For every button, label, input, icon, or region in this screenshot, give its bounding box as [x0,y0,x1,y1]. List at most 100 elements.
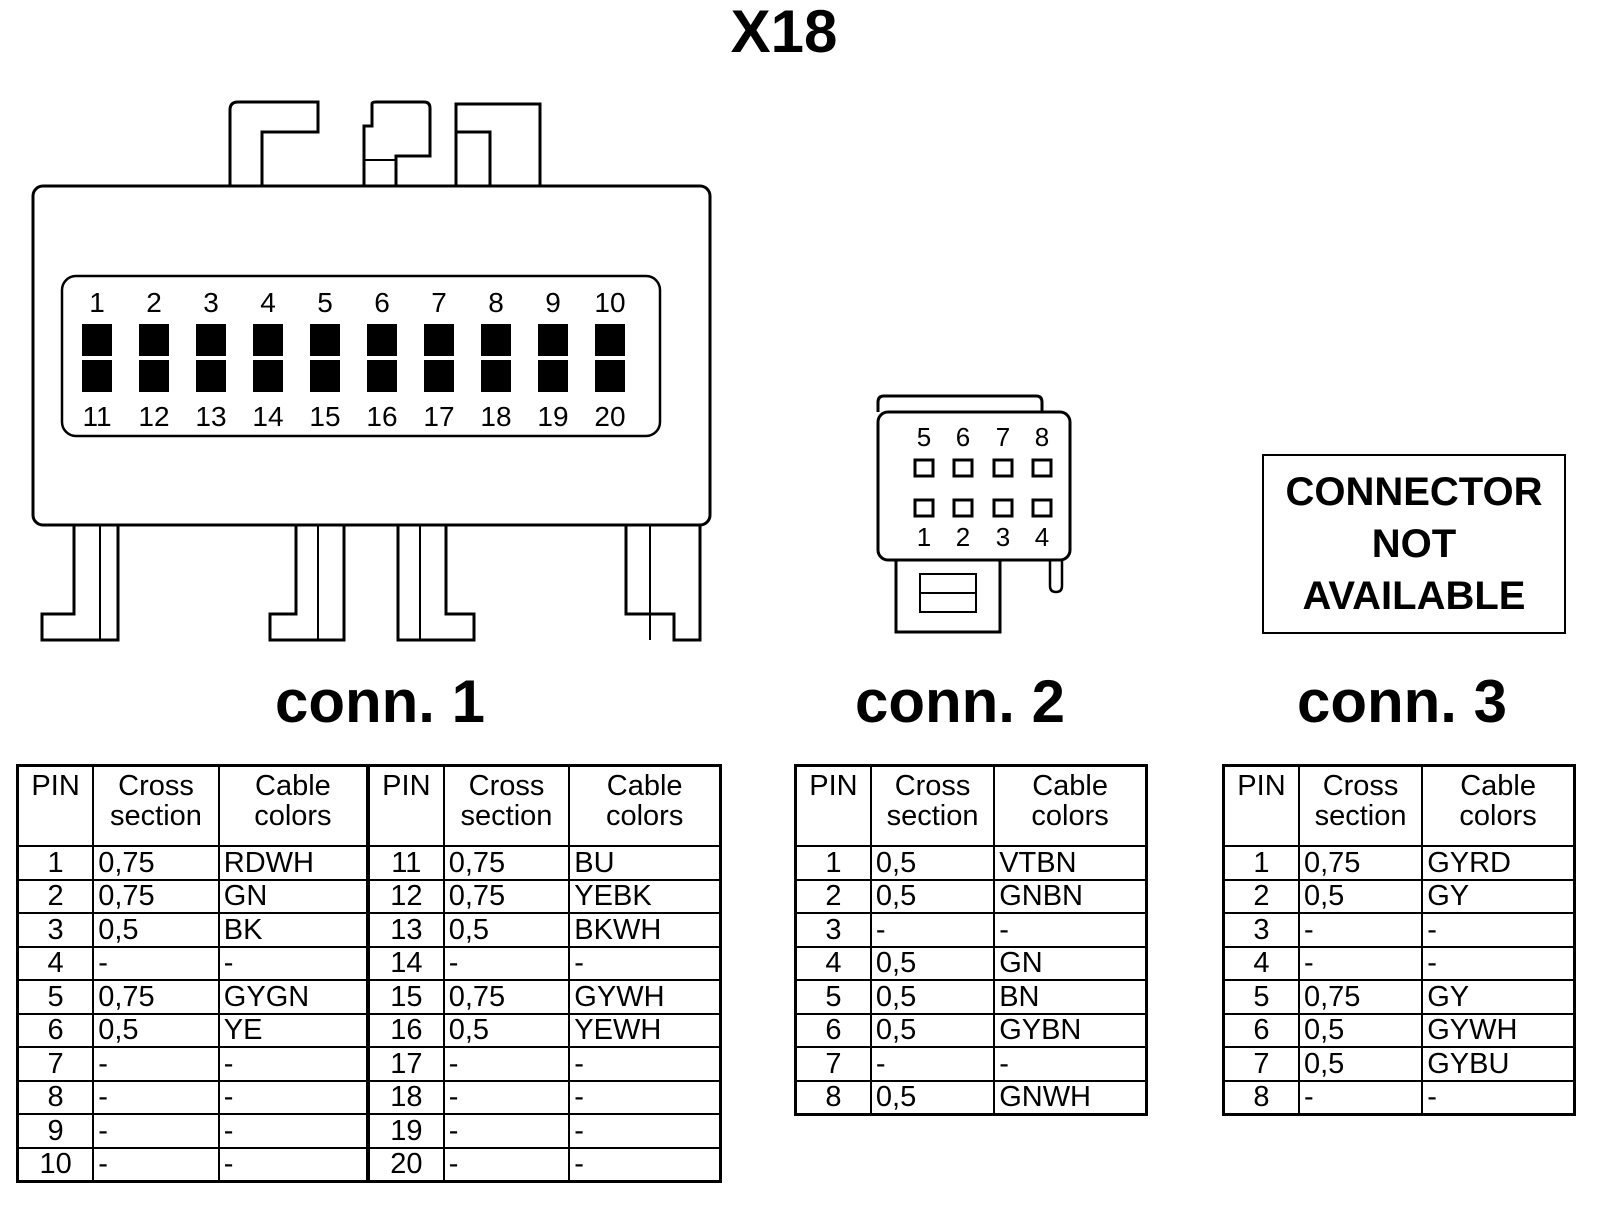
header-pin: PIN [365,764,445,847]
pin-number-label: 12 [138,401,169,432]
cable-color-cell: RDWH [217,845,369,881]
connector-not-available-box: CONNECTOR NOT AVAILABLE [1262,454,1566,634]
pin-number-cell: 5 [794,979,872,1015]
cross-section-cell: 0,5 [869,1079,996,1116]
pin-contact [992,498,1014,518]
cross-section-cell: 0,5 [869,945,996,981]
pin-number-cell: 8 [1222,1079,1300,1116]
pin-number-cell: 17 [365,1046,445,1082]
pin-contact [310,360,340,392]
pin-number-label: 14 [252,401,283,432]
pin-number-cell: 12 [365,878,445,914]
cross-section-cell: 0,5 [1297,878,1424,914]
pin-contact [481,324,511,356]
cable-color-cell: - [568,1113,722,1149]
pin-number-cell: 4 [16,945,95,981]
pin-number-label: 6 [956,422,970,452]
pin-number-cell: 18 [365,1079,445,1115]
header-cable-colors: Cable colors [993,764,1148,847]
cable-color-cell: GN [217,878,369,914]
pin-number-cell: 1 [794,845,872,881]
header-cross-section: Cross section [869,764,996,847]
pin-contact [952,498,974,518]
cross-section-cell: 0,5 [92,912,220,948]
cross-section-cell: 0,5 [442,1012,571,1048]
pin-contact [481,360,511,392]
pin-number-cell: 9 [16,1113,95,1149]
connector-1-label: conn. 1 [274,668,486,735]
pin-number-cell: 5 [1222,979,1300,1015]
pin-number-label: 1 [89,287,105,318]
pin-number-cell: 8 [794,1079,872,1116]
cross-section-cell: 0,5 [442,912,571,948]
pin-number-label: 11 [82,401,111,432]
pin-contact [1031,498,1053,518]
connector-2-drawing [876,394,1072,634]
pin-number-cell: 2 [1222,878,1300,914]
cross-section-cell: 0,75 [92,845,220,881]
pin-number-label: 5 [917,422,931,452]
pin-contact [1031,458,1053,478]
cross-section-cell: - [442,1146,571,1183]
pin-number-label: 4 [260,287,276,318]
cross-section-cell: 0,5 [869,878,996,914]
connector-2-label: conn. 2 [854,668,1066,735]
pin-contact [253,360,283,392]
cable-color-cell: - [217,1046,369,1082]
pin-number-cell: 2 [794,878,872,914]
pin-number-label: 3 [996,522,1010,552]
header-cross-section: Cross section [1297,764,1424,847]
cross-section-cell: - [1297,945,1424,981]
pin-contact [139,360,169,392]
cable-color-cell: - [217,1079,369,1115]
pin-number-cell: 5 [16,979,95,1015]
pin-number-cell: 10 [16,1146,95,1183]
cable-color-cell: GYRD [1421,845,1576,881]
table-row: 8-- [1222,1079,1576,1116]
cable-color-cell: YEBK [568,878,722,914]
pin-number-label: 5 [317,287,333,318]
pin-number-label: 7 [996,422,1010,452]
cross-section-cell: 0,5 [869,845,996,881]
pin-number-label: 17 [423,401,454,432]
pin-number-label: 13 [195,401,226,432]
pin-contact [913,458,935,478]
pin-number-label: 2 [956,522,970,552]
pin-number-label: 18 [480,401,511,432]
pin-contact [367,360,397,392]
cross-section-cell: - [442,1046,571,1082]
pin-number-label: 8 [1035,422,1049,452]
cable-color-cell: BN [993,979,1148,1015]
pin-number-cell: 3 [794,912,872,948]
table-row: 3-- [794,912,1148,948]
header-pin: PIN [16,764,95,847]
pin-number-cell: 1 [1222,845,1300,881]
cable-color-cell: BK [217,912,369,948]
cable-color-cell: BKWH [568,912,722,948]
cable-color-cell: GNBN [993,878,1148,914]
cross-section-cell: 0,75 [1297,979,1424,1015]
pin-contact [913,498,935,518]
cross-section-cell: - [92,1046,220,1082]
pin-contact [424,360,454,392]
pin-contact [367,324,397,356]
pin-number-cell: 3 [1222,912,1300,948]
cable-color-cell: YEWH [568,1012,722,1048]
pin-contact [952,458,974,478]
pin-number-label: 19 [537,401,568,432]
cross-section-cell: - [92,1079,220,1115]
